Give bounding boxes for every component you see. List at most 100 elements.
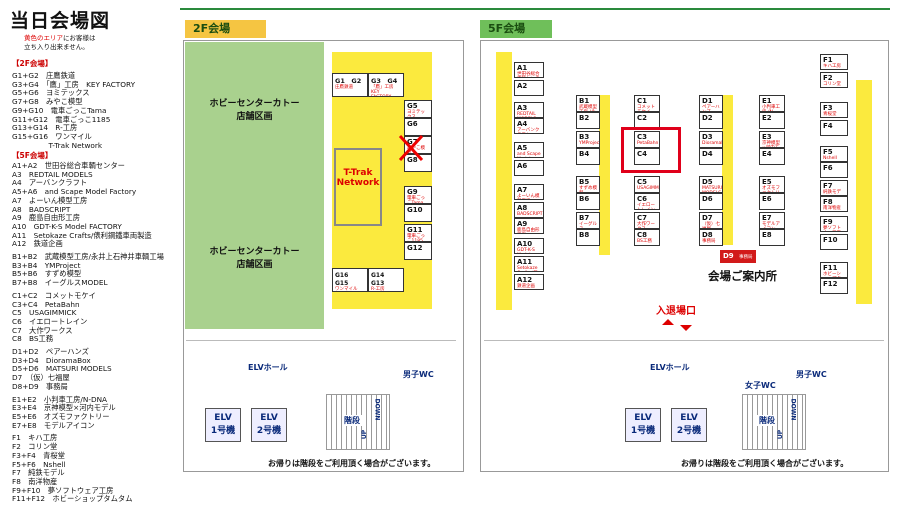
booth: E1小判車工房 /N-DNA xyxy=(759,95,785,112)
legend-5f-item: C7 大作ワークス xyxy=(12,325,73,335)
notice: 黄色のエリアにお客様は 立ち入り出来ません。 xyxy=(24,34,96,52)
booth: C4 xyxy=(634,148,660,165)
booth-id: A1 xyxy=(517,64,528,72)
legend-5f-item: A5+A6 and Scape Model Factory xyxy=(12,187,137,197)
legend-2f-item: T-Trak Network xyxy=(12,140,103,150)
legend-5f-item: F5+F6 Nshell xyxy=(12,459,66,469)
booth-exhibitor: コメットモケイ xyxy=(637,105,655,111)
legend-5f-item: A11 Setokaze Crafts/俵利鋼鐵車両製造 xyxy=(12,230,152,240)
booth-exhibitor: 夢ソフトウェア工房 xyxy=(823,226,841,231)
elv2-5f-line1: ELV xyxy=(680,413,698,423)
booth-exhibitor: オズモファクトリー xyxy=(762,186,780,192)
booth: D7（仮）七福屋 xyxy=(699,212,723,229)
booth-id: C2 xyxy=(637,114,648,122)
footer-2f: お帰りは階段をご利用頂く場合がございます。 xyxy=(268,459,436,468)
booth: A6 xyxy=(514,160,544,176)
booth-id: C8 xyxy=(637,231,648,239)
booth-id: A3 xyxy=(517,104,528,112)
legend-2f-item: G1+G2 庄鷹鉄道 xyxy=(12,71,76,80)
womens-wc-5f: 女子WC xyxy=(745,381,776,390)
booth-id: E4 xyxy=(762,150,772,158)
booth-id: G3 G4 xyxy=(371,77,398,85)
legend-5f-item: E5+E6 オズモファクトリー xyxy=(12,411,110,421)
booth-exhibitor: Nshell xyxy=(823,156,837,161)
booth-exhibitor: BADSCRIPT xyxy=(517,212,543,217)
booth: G6 xyxy=(404,118,432,136)
booth-id: F8 xyxy=(823,198,833,206)
elv2-5f-line2: 2号機 xyxy=(676,426,702,436)
booth: D6 xyxy=(699,193,723,210)
booth-id: G5 xyxy=(407,102,418,110)
booth-id: G14 G13 xyxy=(371,272,391,287)
entrance-arrows-icon xyxy=(662,319,692,331)
legend-2f-item: G5+G6 ヨミテックス xyxy=(12,88,90,98)
booth-id: G7 xyxy=(407,138,418,146)
booth: D3DioramaBox xyxy=(699,131,723,148)
legend-5f-item: C5 USAGIMMICK xyxy=(12,308,77,318)
tenant-label-bottom: ホビーセンターカトー 店舗区画 xyxy=(185,246,324,272)
booth: D1ペアーハンズ xyxy=(699,95,723,112)
legend-5f-heading: 【5F会場】 xyxy=(12,151,53,160)
booth-id: D2 xyxy=(702,114,713,122)
booth-id: E7 xyxy=(762,214,772,222)
booth-id: E3 xyxy=(762,133,772,141)
ttrak-label: T-Trak Network xyxy=(328,168,388,188)
booth-id: F12 xyxy=(823,280,838,288)
legend-5f-item: F1 キハ工房 xyxy=(12,433,58,443)
booth: F11ホビーショップタムタム xyxy=(820,262,848,278)
booth-id: F10 xyxy=(823,236,838,244)
legend-5f-item: E1+E2 小判車工房/N-DNA xyxy=(12,394,108,404)
elv1-5f-line1: ELV xyxy=(634,413,652,423)
legend-5f-item: A1+A2 世田谷総合車輌センター xyxy=(12,161,125,170)
legend-5f-item: A7 よーいん模型工房 xyxy=(12,195,88,205)
booth-id: C1 xyxy=(637,97,648,105)
legend-5f-item: A9 鹿島自由形工房 xyxy=(12,213,81,223)
legend-5f-item: B3+B4 YMProject xyxy=(12,260,81,270)
tenant-top-line1: ホビーセンターカトー xyxy=(209,99,300,109)
booth-exhibitor: 庄鷹鉄道 xyxy=(335,85,353,90)
booth-id: G6 xyxy=(407,120,418,128)
elv2-2f-line2: 2号機 xyxy=(256,426,282,436)
booth: E8 xyxy=(759,229,785,246)
booth-exhibitor: アーバンクラフト xyxy=(517,128,540,133)
booth: B8 xyxy=(576,229,600,246)
booth-id: D1 xyxy=(702,97,713,105)
booth-exhibitor: 鉄道企画 xyxy=(517,284,535,289)
legend-5f-item: D5+D6 MATSURI MODELS xyxy=(12,364,112,374)
booth: C1コメットモケイ xyxy=(634,95,660,112)
booth-exhibitor: ペアーハンズ xyxy=(702,105,720,111)
booth-id: G9 xyxy=(407,188,418,196)
mens-wc-2f: 男子WC xyxy=(403,370,434,379)
booth-exhibitor: 京神模型×河内モデル xyxy=(762,141,780,147)
booth-id: B7 xyxy=(579,214,590,222)
booth-id: A10 xyxy=(517,240,533,248)
booth-id: A7 xyxy=(517,186,528,194)
booth-id: F4 xyxy=(823,122,833,130)
top-rule xyxy=(180,8,890,10)
ttrak-line1: T-Trak xyxy=(343,168,373,178)
booth-id: E6 xyxy=(762,195,772,203)
booth-exhibitor: and Scape Model Factory xyxy=(517,152,541,157)
booth-id: C4 xyxy=(637,150,648,158)
booth-id: B3 xyxy=(579,133,590,141)
legend-5f-item: D3+D4 DioramaBox xyxy=(12,355,91,365)
legend-2f-heading: 【2F会場】 xyxy=(12,59,53,68)
legend-5f-item: A4 アーバンクラフト xyxy=(12,178,88,188)
floor-2f-tag: 2F会場 xyxy=(185,20,266,38)
legend-5f-item: F9+F10 夢ソフトウェア工房 xyxy=(12,485,114,495)
legend-5f-item: D7 （仮）七福屋 xyxy=(12,373,70,383)
booth-exhibitor: YMProject xyxy=(579,141,600,146)
tenant-area xyxy=(185,42,324,329)
